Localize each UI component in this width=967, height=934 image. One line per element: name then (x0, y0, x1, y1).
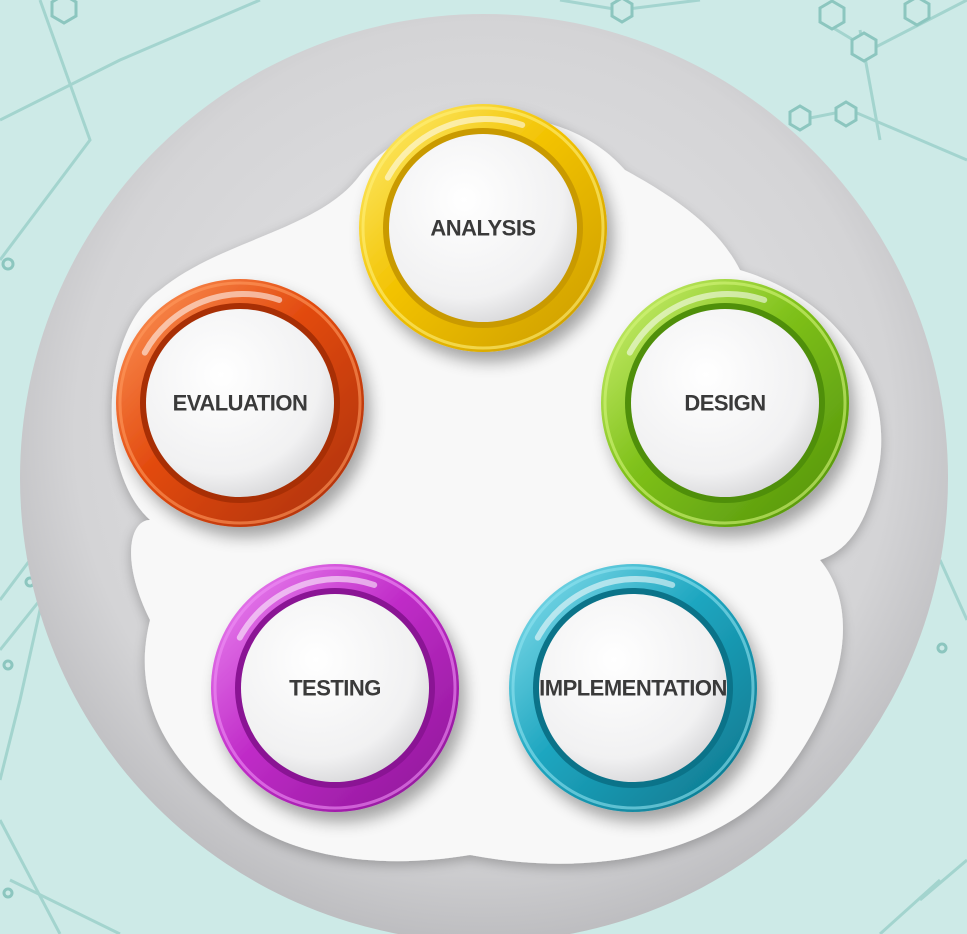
stage-gloss (384, 116, 526, 181)
stage-testing: TESTING (211, 564, 459, 812)
stage-label-analysis: ANALYSIS (430, 216, 535, 241)
stage-face-design (631, 309, 819, 497)
stage-gloss (534, 576, 676, 641)
stage-label-design: DESIGN (684, 391, 765, 416)
stage-gloss (236, 576, 378, 641)
stage-ring-highlight (511, 566, 755, 810)
stage-design: DESIGN (601, 279, 849, 527)
stage-gloss (626, 291, 768, 356)
stage-evaluation: EVALUATION (116, 279, 364, 527)
stage-implementation: IMPLEMENTATION (509, 564, 757, 812)
stage-label-implementation: IMPLEMENTATION (539, 676, 727, 701)
stage-analysis: ANALYSIS (359, 104, 607, 352)
stage-ring-highlight (118, 281, 362, 525)
stage-ring-highlight (361, 106, 605, 350)
stage-face-evaluation (146, 309, 334, 497)
stage-gloss (141, 291, 283, 356)
stage-label-testing: TESTING (289, 676, 381, 701)
stage-ring-highlight (603, 281, 847, 525)
stage-face-testing (241, 594, 429, 782)
network-nodes (1, 0, 948, 899)
stage-label-evaluation: EVALUATION (173, 391, 308, 416)
stage-ring-highlight (213, 566, 457, 810)
stage-face-implementation (539, 594, 727, 782)
stage-face-analysis (389, 134, 577, 322)
